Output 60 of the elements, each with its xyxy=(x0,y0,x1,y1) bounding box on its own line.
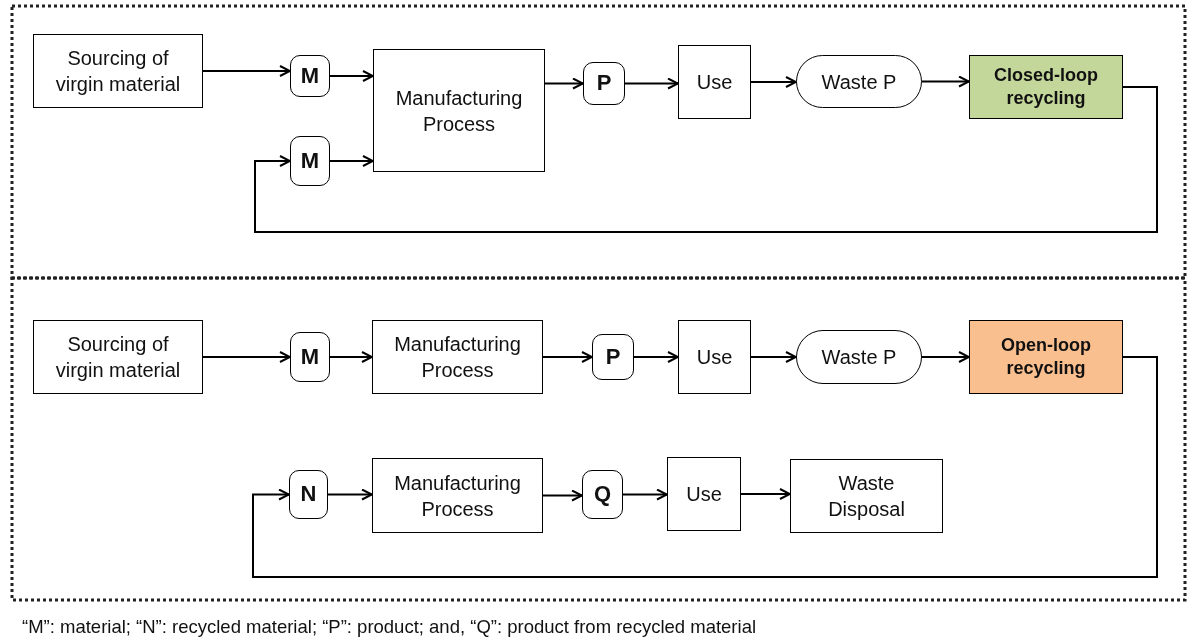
node-label: Sourcing of virgin material xyxy=(54,332,182,383)
node-label: Waste Disposal xyxy=(827,471,906,522)
node-label: N xyxy=(300,480,317,509)
process-box xyxy=(33,34,203,108)
arrow xyxy=(202,351,291,363)
node-label: Closed-loop recycling xyxy=(993,63,1099,110)
process-box xyxy=(33,320,203,394)
process-box xyxy=(373,49,545,172)
node-label: P xyxy=(605,342,621,371)
arrow xyxy=(254,86,1158,233)
node-label: M xyxy=(300,146,320,175)
arrow xyxy=(542,351,593,363)
recycling-box xyxy=(969,55,1123,119)
arrow xyxy=(750,76,797,88)
process-box xyxy=(372,320,543,394)
arrow xyxy=(740,488,791,500)
arrow xyxy=(202,65,291,77)
node-label: Use xyxy=(696,345,733,370)
arrow xyxy=(544,77,584,90)
flow-item-box xyxy=(289,470,328,519)
node-label: Sourcing of virgin material xyxy=(54,46,182,97)
process-box xyxy=(667,457,741,531)
node-label: Q xyxy=(593,480,612,509)
flow-item-box xyxy=(583,62,625,105)
arrow xyxy=(542,489,583,502)
arrow xyxy=(252,356,1158,578)
flow-item-box xyxy=(582,470,623,519)
flow-item-box xyxy=(592,334,634,380)
flow-item-box xyxy=(290,332,330,382)
arrow xyxy=(329,351,373,363)
waste-stadium xyxy=(796,55,922,108)
node-label: Use xyxy=(696,70,733,95)
node-label: Waste P xyxy=(821,69,897,95)
arrow xyxy=(329,155,374,167)
process-box xyxy=(372,458,543,533)
arrow xyxy=(633,351,679,363)
node-label: M xyxy=(300,342,320,371)
process-box xyxy=(678,45,751,119)
node-label: Waste P xyxy=(821,345,897,370)
arrow xyxy=(624,77,679,90)
node-label: Open-loop recycling xyxy=(1000,333,1092,380)
node-label: Manufacturing Process xyxy=(393,332,522,383)
arrow xyxy=(327,488,373,501)
caption: “M”: material; “N”: recycled material; “P”: product; and, “Q”: product from recycled material xyxy=(22,616,757,638)
arrow xyxy=(921,75,970,88)
node-label: Manufacturing Process xyxy=(394,85,524,137)
arrow xyxy=(750,351,797,363)
flow-item-box xyxy=(290,136,330,186)
node-label: Use xyxy=(686,482,722,507)
arrow xyxy=(329,70,374,82)
arrow xyxy=(622,488,668,501)
node-label: M xyxy=(300,61,320,90)
arrow xyxy=(921,351,970,363)
recycling-box xyxy=(969,320,1123,394)
process-box xyxy=(790,459,943,533)
waste-stadium xyxy=(796,330,922,384)
process-box xyxy=(678,320,751,394)
flow-item-box xyxy=(290,55,330,97)
node-label: Manufacturing Process xyxy=(393,470,522,522)
node-label: P xyxy=(596,69,612,98)
